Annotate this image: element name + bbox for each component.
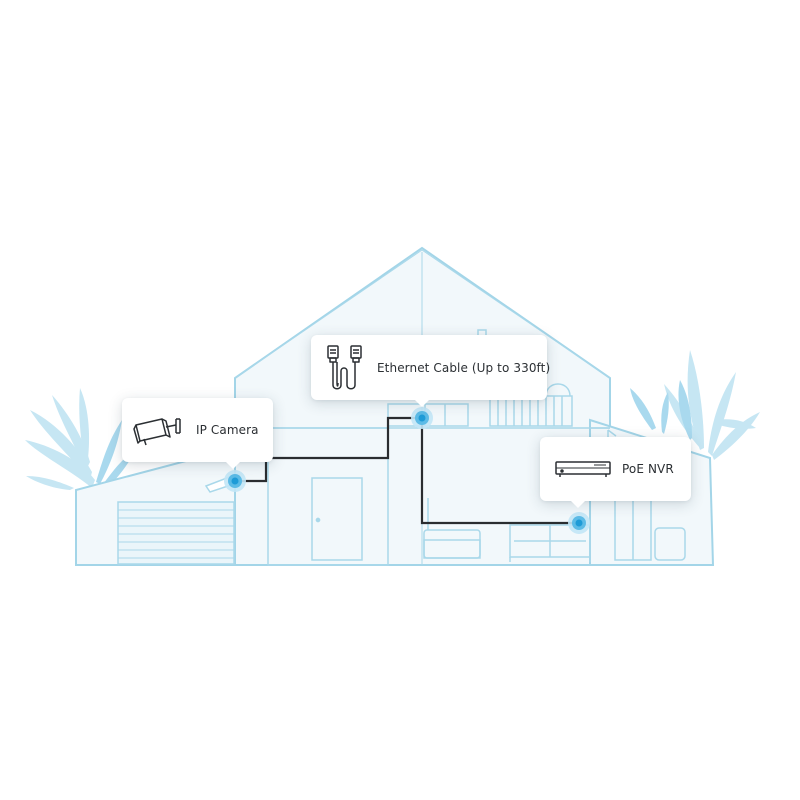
node-cable [411, 407, 433, 429]
nvr-recorder-icon [555, 461, 611, 477]
node-nvr [568, 512, 590, 534]
ip-camera-label: IP Camera [196, 423, 259, 437]
foliage-right [630, 350, 760, 460]
ethernet-cable-label: Ethernet Cable (Up to 330ft) [377, 360, 551, 375]
bullet-camera-icon [133, 418, 181, 446]
ethernet-cable-line [236, 416, 580, 525]
house-details [117, 249, 686, 566]
ethernet-cable-callout: Ethernet Cable (Up to 330ft) [311, 335, 551, 407]
callout-pointer [571, 501, 585, 508]
ip-camera-callout: IP Camera [122, 398, 273, 469]
poe-nvr-label: PoE NVR [622, 462, 674, 476]
callout-pointer [226, 462, 240, 469]
ethernet-cable-icon [327, 344, 362, 389]
node-camera [224, 470, 246, 492]
callout-pointer [415, 400, 429, 407]
foliage-left [25, 388, 136, 492]
poe-nvr-callout: PoE NVR [540, 437, 691, 508]
